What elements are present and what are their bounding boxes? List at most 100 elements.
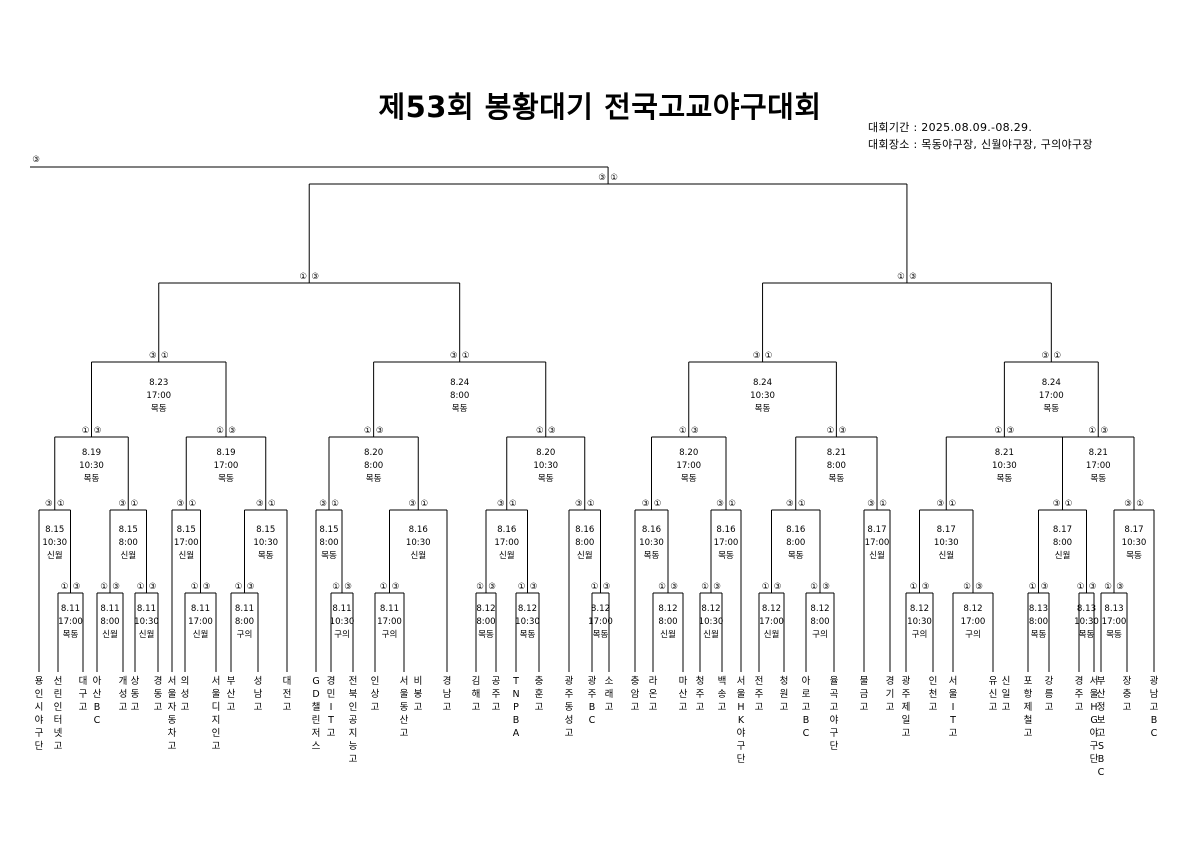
team-name-char: 고: [154, 702, 163, 713]
team-name-char: 야: [35, 715, 44, 726]
first-round-game-date: 8.12: [518, 604, 537, 614]
marker-first-third: ③: [713, 582, 721, 592]
team-name-char: 구: [830, 728, 839, 739]
first-round-game-date: 8.11: [332, 604, 351, 614]
first-round-game-venue: 신월: [764, 628, 780, 640]
first-round-game-venue: 목동: [1106, 629, 1122, 640]
second-round-game-date: 8.16: [642, 525, 661, 535]
team-name-char: 신: [989, 689, 998, 700]
first-round-game-venue: 신월: [139, 628, 155, 640]
team-name-char: 주: [588, 689, 597, 700]
team-name-char: 강: [1045, 676, 1054, 687]
marker-first-third: ③: [73, 582, 81, 592]
team-name-char: 산: [227, 689, 236, 700]
team-name-char: 주: [565, 689, 574, 700]
second-round-game-venue: 신월: [120, 549, 136, 561]
second-round-game-time: 10:30: [639, 538, 664, 548]
team-name-char: 광: [1150, 675, 1159, 687]
marker-first-third: ①: [798, 499, 806, 509]
team-name-char: 울: [949, 689, 958, 700]
quarterfinal-game-venue: 목동: [1043, 403, 1059, 414]
round-of-16-game-venue: 목동: [218, 473, 234, 484]
marker-first-third: ③: [118, 499, 126, 509]
round-of-16-game-venue: 목동: [84, 473, 100, 484]
round-of-16-game-time: 10:30: [533, 461, 558, 471]
marker-first-third: ③: [1100, 426, 1108, 436]
team-name-char: C: [94, 715, 101, 726]
marker-first-third: ③: [488, 582, 496, 592]
marker-first-third: ③: [45, 499, 53, 509]
team-name-char: 동: [154, 689, 163, 700]
team-name-char: 고: [443, 702, 452, 713]
team-name-char: 곡: [830, 689, 839, 700]
first-round-game-date: 8.13: [1104, 604, 1123, 614]
second-round-game-venue: 신월: [1055, 549, 1071, 561]
team-name-char: 경: [443, 675, 452, 687]
marker-first-third: ①: [1136, 499, 1144, 509]
marker-first-third: ③: [149, 351, 157, 361]
team-name-char: A: [513, 728, 520, 739]
round-of-16-game-time: 10:30: [79, 461, 104, 471]
team-name-char: 능: [349, 741, 358, 752]
team-name-char: G: [312, 676, 319, 687]
team-name-char: 고: [929, 702, 938, 713]
team-name-char: 훈: [535, 688, 544, 700]
second-round-game-time: 10:30: [934, 538, 959, 548]
round-of-16-game-time: 17:00: [1086, 461, 1111, 471]
team-name-char: 봉: [414, 689, 423, 700]
team-name-char: 기: [886, 689, 895, 700]
team-name-char: 동: [565, 702, 574, 713]
team-name-char: 해: [472, 688, 481, 700]
team-name-char: C: [1098, 767, 1105, 778]
second-round-game-date: 8.15: [119, 525, 138, 535]
team-name-char: 항: [1024, 689, 1033, 700]
team-name-char: B: [1098, 754, 1105, 765]
team-name-char: 아: [93, 676, 102, 687]
team-name-char: 비: [414, 676, 423, 687]
team-name-char: 구: [35, 728, 44, 739]
second-round-game-time: 8:00: [575, 538, 594, 548]
team-name-char: 고: [1097, 728, 1106, 739]
marker-first-third: ①: [380, 582, 388, 592]
marker-first-third: ③: [203, 582, 211, 592]
marker-first-third: ③: [176, 499, 184, 509]
team-name-char: 고: [181, 702, 190, 713]
team-name-char: 성: [254, 676, 263, 687]
team-name-char: 산: [400, 715, 409, 726]
team-name-char: 인: [371, 676, 380, 687]
team-name-char: 경: [154, 675, 163, 687]
marker-first-third: ①: [610, 173, 618, 183]
second-round-game-date: 8.17: [937, 525, 956, 535]
team-name-char: 고: [492, 702, 501, 713]
team-name-char: D: [312, 689, 319, 700]
first-round-game-venue: 신월: [703, 628, 719, 640]
round-of-16-game-venue: 목동: [366, 473, 382, 484]
team-name-char: N: [512, 689, 519, 700]
team-name-char: 보: [1097, 715, 1106, 726]
marker-first-third: ③: [344, 582, 352, 592]
team-name-char: 단: [1090, 754, 1099, 765]
team-name-char: 서: [949, 676, 958, 687]
team-name-char: 챌: [312, 702, 321, 713]
team-name-char: 서: [212, 676, 221, 687]
marker-first-third: ③: [376, 426, 384, 436]
team-name-char: 성: [119, 689, 128, 700]
team-name-char: K: [738, 715, 745, 726]
team-name-char: 경: [886, 675, 895, 687]
team-name-char: 울: [1090, 689, 1099, 700]
team-name-char: 고: [565, 728, 574, 739]
second-round-game-time: 17:00: [494, 538, 519, 548]
quarterfinal-game-date: 8.24: [450, 378, 469, 388]
marker-first-third: ③: [909, 272, 917, 282]
team-name-char: B: [1151, 715, 1158, 726]
team-name-char: 단: [737, 754, 746, 765]
team-name-char: 고: [902, 728, 911, 739]
first-round-game-time: 10:30: [907, 617, 932, 627]
team-name-char: 야: [737, 728, 746, 739]
team-name-char: 넷: [54, 728, 63, 739]
team-name-char: 전: [283, 689, 292, 700]
team-name-char: 인: [349, 702, 358, 713]
team-name-char: 고: [535, 702, 544, 713]
marker-first-third: ③: [1116, 582, 1124, 592]
first-round-game-venue: 구의: [237, 629, 253, 640]
